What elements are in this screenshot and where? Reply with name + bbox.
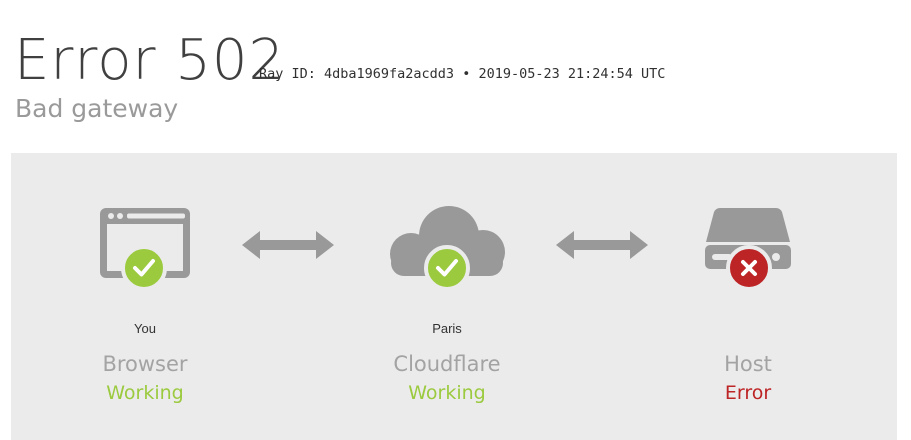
cloudflare-label: Cloudflare	[393, 352, 501, 376]
check-icon	[424, 245, 470, 291]
browser-location: You	[134, 321, 156, 336]
status-diagram: You Browser Working Paris Cloudflare Wor…	[11, 153, 897, 440]
page-title: Error 502	[14, 28, 286, 93]
host-label: Host	[724, 352, 772, 376]
browser-label: Browser	[102, 352, 188, 376]
browser-icon	[100, 208, 190, 291]
cloudflare-node: Paris Cloudflare Working	[327, 153, 567, 440]
page-header: Error 502 Ray ID: 4dba1969fa2acdd3 • 201…	[0, 0, 911, 155]
server-icon	[705, 208, 791, 291]
cloudflare-status: Working	[408, 382, 486, 404]
ray-id-line: Ray ID: 4dba1969fa2acdd3 • 2019-05-23 21…	[259, 66, 666, 82]
double-arrow-icon	[242, 231, 334, 259]
double-arrow-icon	[556, 231, 648, 259]
check-icon	[121, 245, 167, 291]
host-node: Host Error	[628, 153, 868, 440]
host-status: Error	[724, 382, 772, 404]
browser-status: Working	[106, 382, 184, 404]
cloudflare-location: Paris	[432, 321, 462, 336]
cloud-icon	[390, 206, 505, 291]
error-subtitle: Bad gateway	[15, 94, 179, 123]
browser-node: You Browser Working	[25, 153, 265, 440]
